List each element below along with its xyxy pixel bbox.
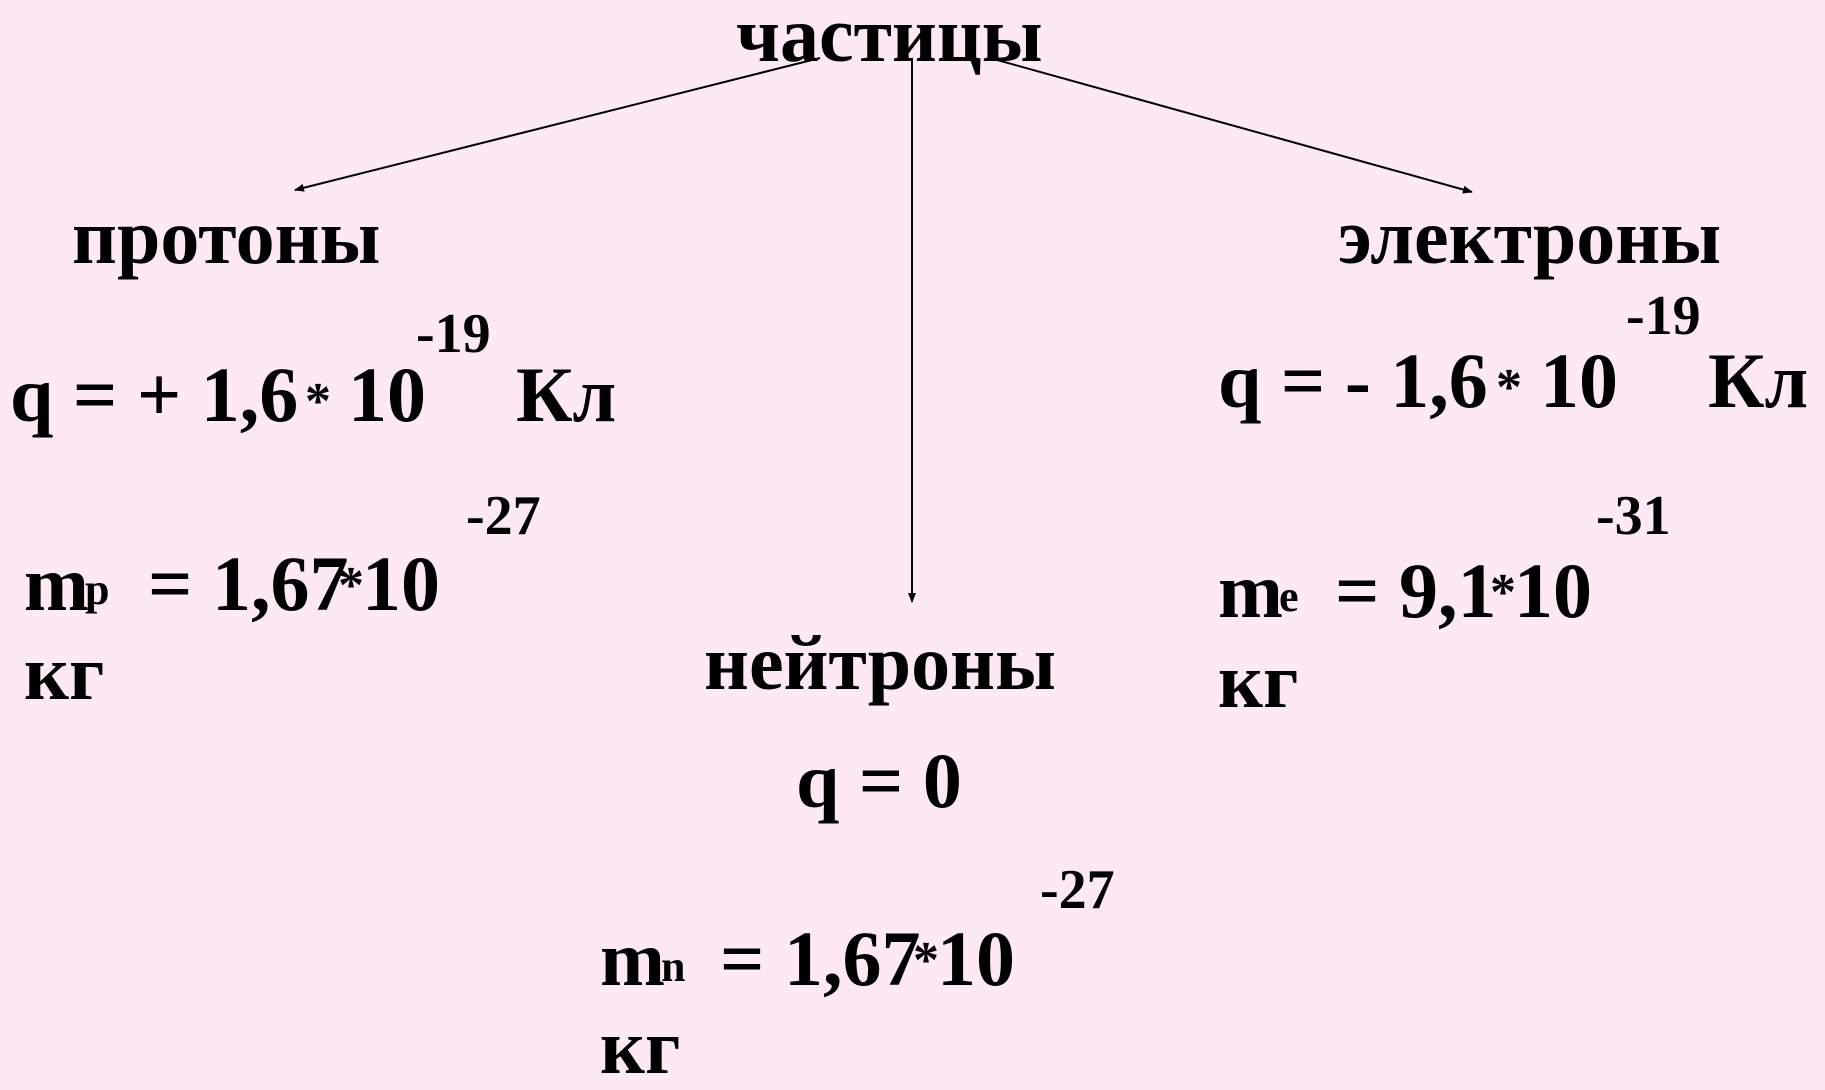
protons-charge-unit: Кл (516, 351, 617, 438)
electrons-mass-symbol: m (1218, 547, 1283, 634)
neutrons-charge: q = 0 (796, 737, 962, 824)
electrons-mass-subscript: e (1279, 572, 1299, 621)
protons-mass-value: = 1,67 (148, 540, 349, 627)
electrons-mass-unit: кг (1218, 637, 1299, 724)
electrons-charge-base: 10 (1540, 337, 1618, 424)
neutrons-mass-value: = 1,67 (720, 915, 921, 1002)
protons-mass-exponent: -27 (466, 485, 541, 547)
electrons-charge-exponent: -19 (1626, 285, 1701, 347)
protons-mass-subscript: p (85, 565, 110, 614)
protons-charge-prefix: q = + 1,6 (10, 351, 299, 438)
protons-charge-multiply: * (305, 373, 331, 430)
neutrons-mass-multiply: * (913, 932, 939, 989)
protons-mass-multiply: * (338, 557, 364, 614)
electrons-mass-base: 10 (1514, 547, 1592, 634)
protons-charge-exponent: -19 (416, 303, 491, 365)
arrow-to-protons (294, 57, 821, 192)
arrow-layer (294, 57, 1473, 603)
electrons-mass-multiply: * (1490, 564, 1516, 621)
protons-mass-base: 10 (362, 540, 440, 627)
protons-mass-unit: кг (24, 629, 105, 716)
neutrons-mass-subscript: n (661, 942, 686, 991)
electrons-charge-prefix: q = - 1,6 (1218, 337, 1488, 424)
protons-mass-symbol: m (24, 540, 89, 627)
electrons-mass-exponent: -31 (1596, 485, 1671, 547)
neutrons-mass-symbol: m (600, 915, 665, 1002)
electrons-label: электроны (1338, 193, 1722, 280)
protons-label: протоны (72, 193, 381, 280)
neutrons-mass-unit: кг (600, 1003, 681, 1090)
electrons-mass-value: = 9,1 (1335, 547, 1497, 634)
electrons-charge-multiply: * (1496, 359, 1522, 416)
neutrons-mass-base: 10 (937, 915, 1015, 1002)
electrons-charge-unit: Кл (1708, 337, 1809, 424)
protons-charge-base: 10 (348, 351, 426, 438)
arrow-to-electrons (989, 57, 1473, 194)
neutrons-mass-exponent: -27 (1040, 859, 1115, 921)
neutrons-label: нейтроны (704, 619, 1056, 706)
diagram-canvas: частицы протоны q = + 1,6 * 10 -19 Кл m … (10, 0, 1809, 1086)
root-node-label: частицы (736, 0, 1043, 78)
